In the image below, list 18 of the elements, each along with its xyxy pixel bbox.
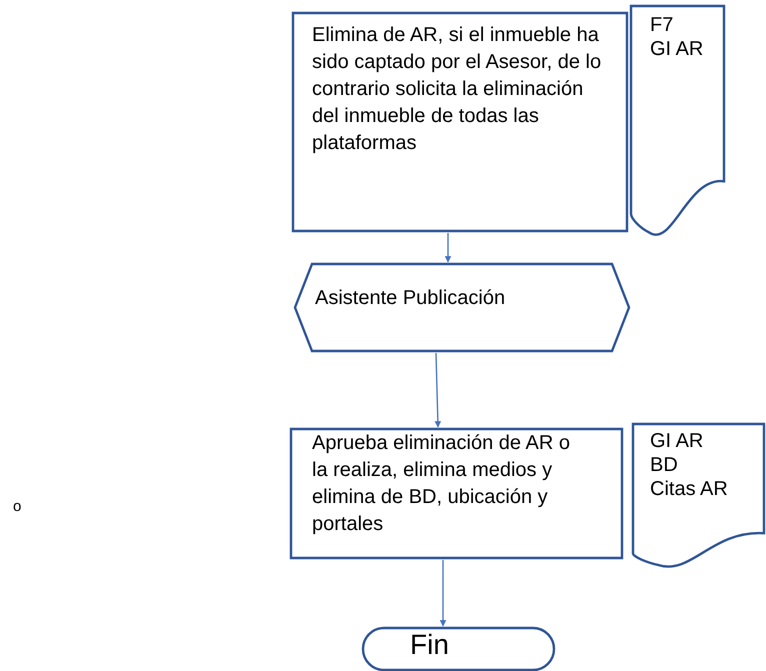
terminator-text: Fin	[410, 628, 450, 662]
step-text: Elimina de AR, si el inmueble ha sido captado por el Asesor, de lo contrario solicita la eliminación del inmueble de todas las plataformas	[312, 23, 602, 156]
step-text: Asistente Publicación	[315, 286, 506, 311]
document-shape	[632, 423, 765, 568]
document-shape	[630, 5, 725, 237]
terminator-shape	[362, 627, 555, 671]
document-text: F7	[650, 13, 674, 37]
step-text: Aprueba eliminación de AR o la realiza, elimina medios y elimina de BD, ubicación y portales	[312, 431, 571, 537]
arrow	[444, 233, 452, 263]
document-text: Citas AR	[650, 477, 729, 501]
document-text: BD	[650, 453, 679, 477]
document-text: GI AR	[650, 37, 704, 61]
process-box	[290, 428, 623, 559]
document-text: GI AR	[650, 429, 704, 453]
preparation-hexagon	[294, 263, 630, 352]
arrow	[440, 560, 446, 627]
note-text: o	[13, 498, 22, 515]
arrow	[434, 352, 442, 428]
